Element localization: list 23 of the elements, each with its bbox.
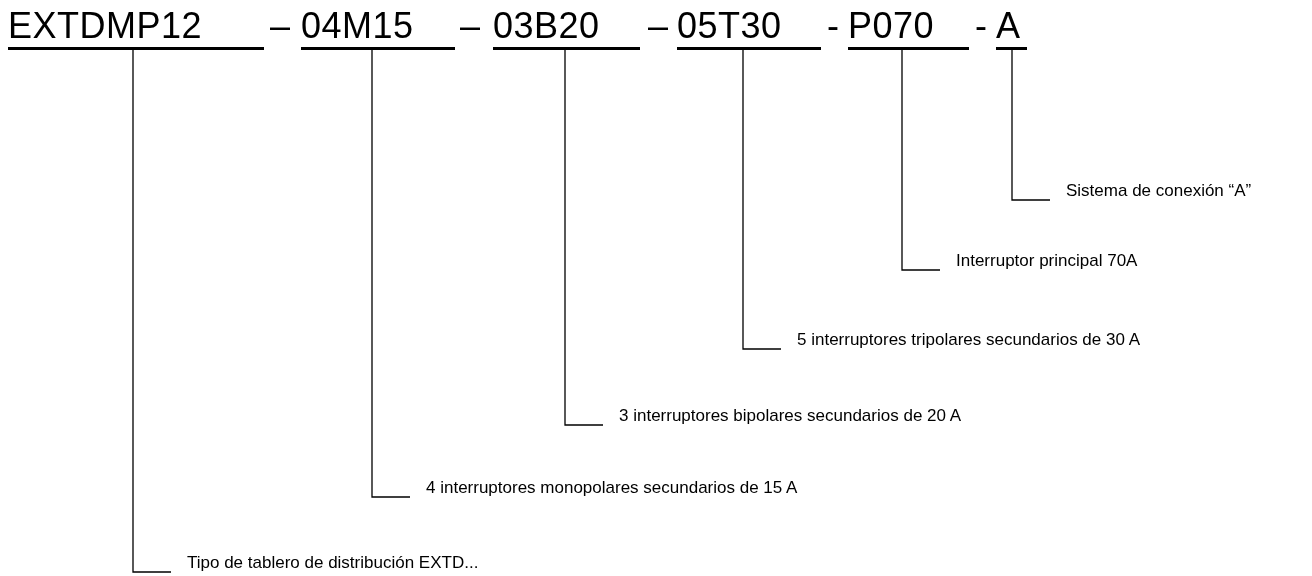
description-text: 3 interruptores bipolares secundarios de 20 A — [603, 405, 962, 427]
separator-dash: – — [270, 6, 291, 46]
leader-line — [901, 49, 941, 271]
separator-dash: – — [648, 6, 669, 46]
code-segment: 03B20 — [493, 6, 640, 50]
code-segment: EXTDMP12 — [8, 6, 264, 50]
description-text: 4 interruptores monopolares secundarios de 15 A — [410, 477, 798, 499]
code-segment: 05T30 — [677, 6, 821, 50]
description-text: Interruptor principal 70A — [940, 250, 1138, 272]
description-text: 5 interruptores tripolares secundarios de 30 A — [781, 329, 1141, 351]
leader-line — [564, 49, 604, 426]
code-segment: A — [996, 6, 1027, 50]
description-text: Tipo de tablero de distribución EXTD... — [171, 552, 479, 574]
description-text: Sistema de conexión “A” — [1050, 180, 1252, 202]
leader-line — [1011, 49, 1051, 201]
leader-line — [371, 49, 411, 498]
separator-dash: - — [975, 6, 987, 46]
leader-line — [742, 49, 782, 350]
code-segment: P070 — [848, 6, 969, 50]
separator-dash: – — [460, 6, 481, 46]
separator-dash: - — [827, 6, 839, 46]
code-segment: 04M15 — [301, 6, 455, 50]
leader-line — [132, 49, 172, 573]
